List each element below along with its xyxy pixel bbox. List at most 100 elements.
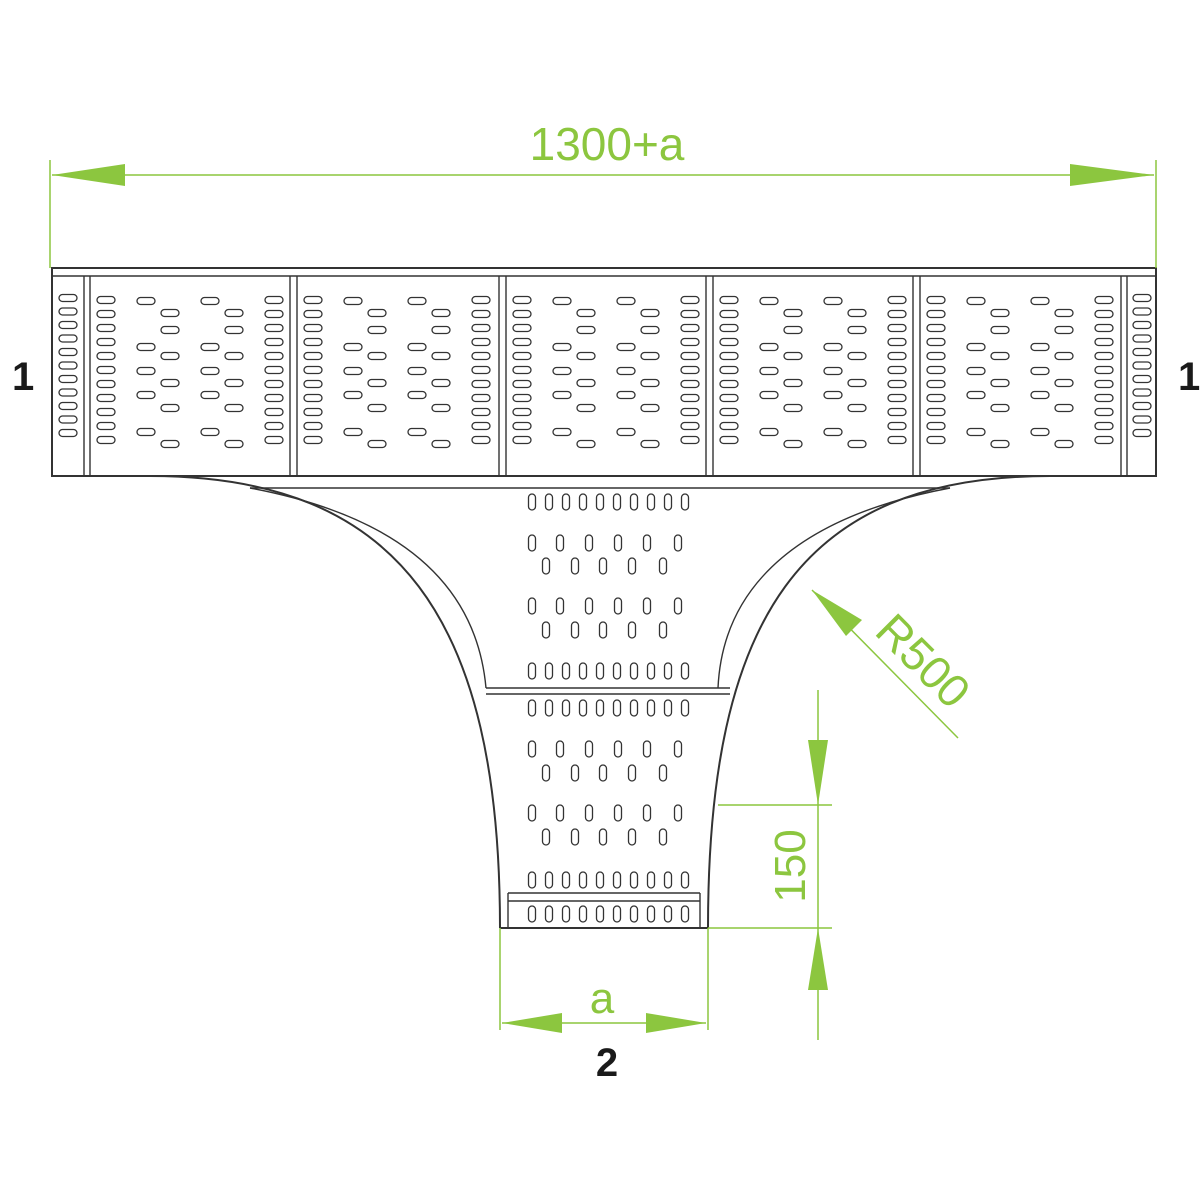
- perforation-slot: [160, 403, 180, 413]
- perforation-slot: [926, 309, 946, 319]
- perforation-slot: [200, 390, 220, 400]
- perforation-slot: [1054, 308, 1074, 318]
- perforation-slot: [627, 764, 637, 782]
- perforation-slot: [595, 871, 605, 889]
- perforation-slot: [966, 296, 986, 306]
- perforation-slot: [673, 740, 683, 758]
- perforation-slot: [407, 390, 427, 400]
- perforation-slot: [1132, 428, 1152, 438]
- perforation-slot: [926, 365, 946, 375]
- perforation-slot: [616, 296, 636, 306]
- perforation-slot: [673, 597, 683, 615]
- perforation-slot: [512, 295, 532, 305]
- perforation-slot: [926, 323, 946, 333]
- perforation-slot: [343, 296, 363, 306]
- perforation-slot: [555, 597, 565, 615]
- perforation-slot: [576, 351, 596, 361]
- perforation-slot: [1094, 421, 1114, 431]
- perforation-slot: [613, 740, 623, 758]
- perforation-slot: [1054, 325, 1074, 335]
- perforation-slot: [58, 293, 78, 303]
- perforation-slot: [640, 403, 660, 413]
- perforation-slot: [966, 342, 986, 352]
- perforation-slot: [616, 390, 636, 400]
- perforation-slot: [680, 407, 700, 417]
- perforation-slot: [512, 337, 532, 347]
- perforation-slot: [58, 307, 78, 316]
- perforation-slot: [512, 393, 532, 403]
- right-curve-outer: [707, 475, 1051, 929]
- perforation-slot: [719, 323, 739, 333]
- perforation-slot: [1132, 401, 1152, 411]
- perforation-slot: [680, 493, 690, 511]
- perforation-slot: [303, 393, 323, 403]
- perforation-slot: [264, 379, 284, 389]
- perforation-slot: [471, 421, 491, 431]
- perforation-slot: [613, 804, 623, 822]
- perforation-slot: [512, 379, 532, 389]
- perforation-slot: [1030, 366, 1050, 376]
- perforation-slot: [431, 308, 451, 318]
- perforation-slot: [783, 403, 803, 413]
- perforation-slot: [887, 337, 907, 347]
- perforation-slot: [561, 493, 571, 511]
- perforation-slot: [96, 323, 116, 333]
- perforation-slot: [680, 337, 700, 347]
- perforation-slot: [629, 493, 639, 511]
- perforation-slot: [663, 699, 673, 717]
- perforation-slot: [471, 309, 491, 319]
- perforation-slot: [887, 309, 907, 319]
- perforation-slot: [584, 804, 594, 822]
- perforation-slot: [640, 439, 660, 449]
- perforation-slot: [783, 439, 803, 449]
- perforation-slot: [544, 699, 554, 717]
- perforation-slot: [527, 597, 537, 615]
- perforation-slot: [136, 342, 156, 352]
- main-run-joints: [83, 276, 1128, 476]
- perforation-slot: [719, 351, 739, 361]
- perforation-slot: [783, 308, 803, 318]
- perforation-slot: [303, 407, 323, 417]
- perforation-slot: [264, 337, 284, 347]
- perforation-slot: [527, 699, 537, 717]
- perforation-slot: [555, 804, 565, 822]
- perforation-slot: [783, 351, 803, 361]
- perforation-holes: [58, 293, 1152, 923]
- perforation-slot: [887, 393, 907, 403]
- perforation-slot: [136, 427, 156, 437]
- perforation-slot: [629, 699, 639, 717]
- perforation-slot: [1094, 379, 1114, 389]
- perforation-slot: [570, 828, 580, 846]
- arrow-down-icon: [808, 740, 828, 805]
- arrow-right-icon: [646, 1013, 706, 1033]
- perforation-slot: [966, 366, 986, 376]
- perforation-slot: [646, 871, 656, 889]
- perforation-slot: [616, 427, 636, 437]
- perforation-slot: [640, 308, 660, 318]
- perforation-slot: [264, 435, 284, 445]
- perforation-slot: [576, 308, 596, 318]
- arrow-right-icon: [1070, 164, 1154, 186]
- perforation-slot: [367, 325, 387, 335]
- perforation-slot: [613, 534, 623, 552]
- perforation-slot: [58, 415, 78, 424]
- dimension-branch-width: a: [499, 928, 709, 1033]
- perforation-slot: [642, 804, 652, 822]
- perforation-slot: [1132, 347, 1152, 357]
- right-curve-inner: [717, 487, 951, 689]
- perforation-slot: [680, 309, 700, 319]
- perforation-slot: [1094, 309, 1114, 319]
- perforation-slot: [680, 379, 700, 389]
- perforation-slot: [96, 295, 116, 305]
- perforation-slot: [96, 393, 116, 403]
- perforation-slot: [512, 407, 532, 417]
- perforation-slot: [887, 379, 907, 389]
- perforation-slot: [303, 365, 323, 375]
- port-label-left: 1: [12, 355, 34, 399]
- perforation-slot: [926, 421, 946, 431]
- perforation-slot: [527, 493, 537, 511]
- perforation-slot: [512, 421, 532, 431]
- perforation-slot: [719, 393, 739, 403]
- perforation-slot: [612, 662, 622, 680]
